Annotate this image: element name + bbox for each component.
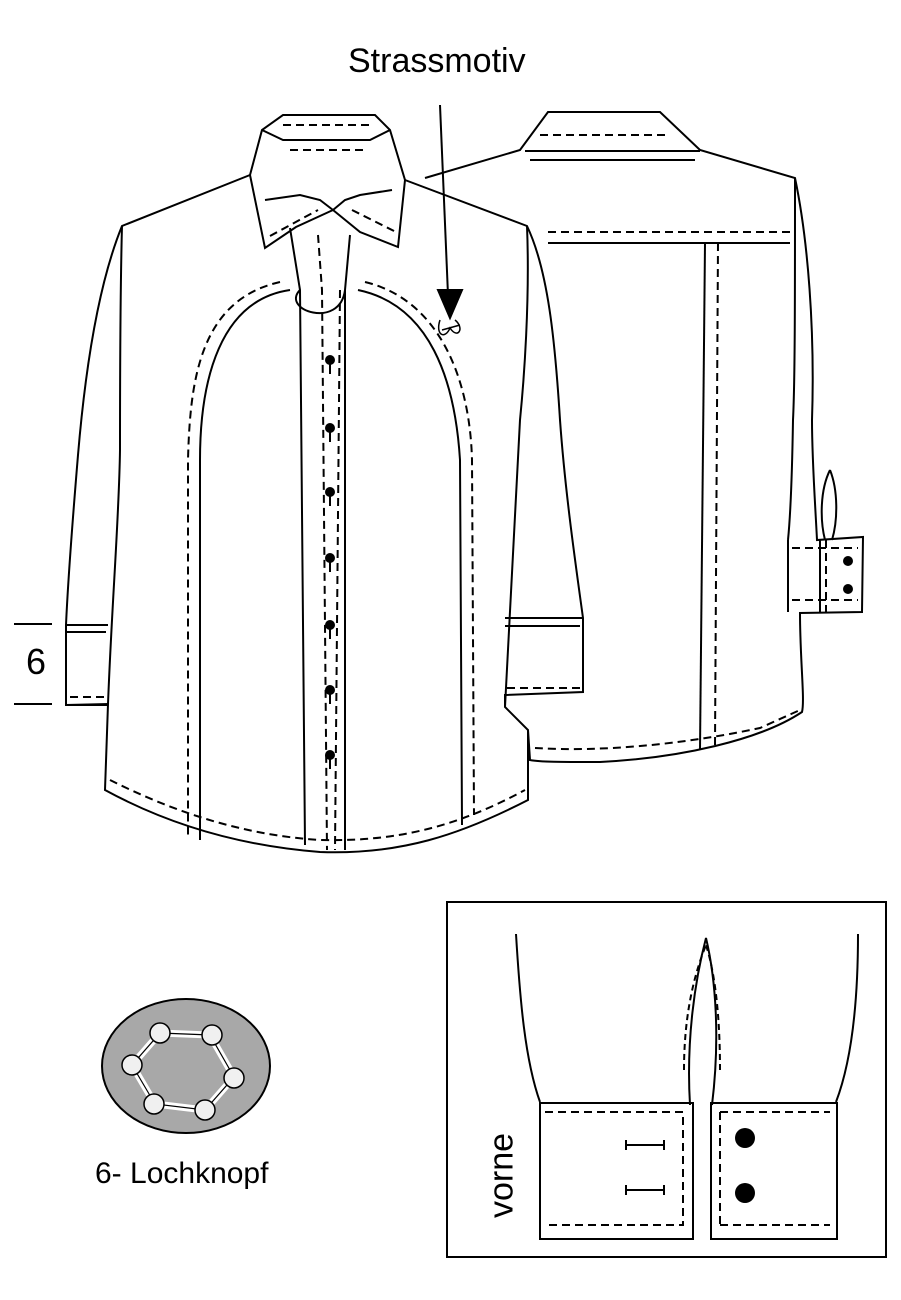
back-view <box>424 111 865 764</box>
size-label: 6 <box>26 641 47 682</box>
cuff-detail-box <box>446 901 887 1258</box>
front-buttons <box>325 355 335 769</box>
strassmotiv-label: Strassmotiv <box>348 42 526 80</box>
button-caption: 6- Lochknopf <box>95 1157 269 1190</box>
size-marker <box>14 623 52 705</box>
front-view <box>65 104 584 854</box>
button-detail <box>101 998 271 1134</box>
cuff-detail-label: vorne <box>482 1132 521 1219</box>
